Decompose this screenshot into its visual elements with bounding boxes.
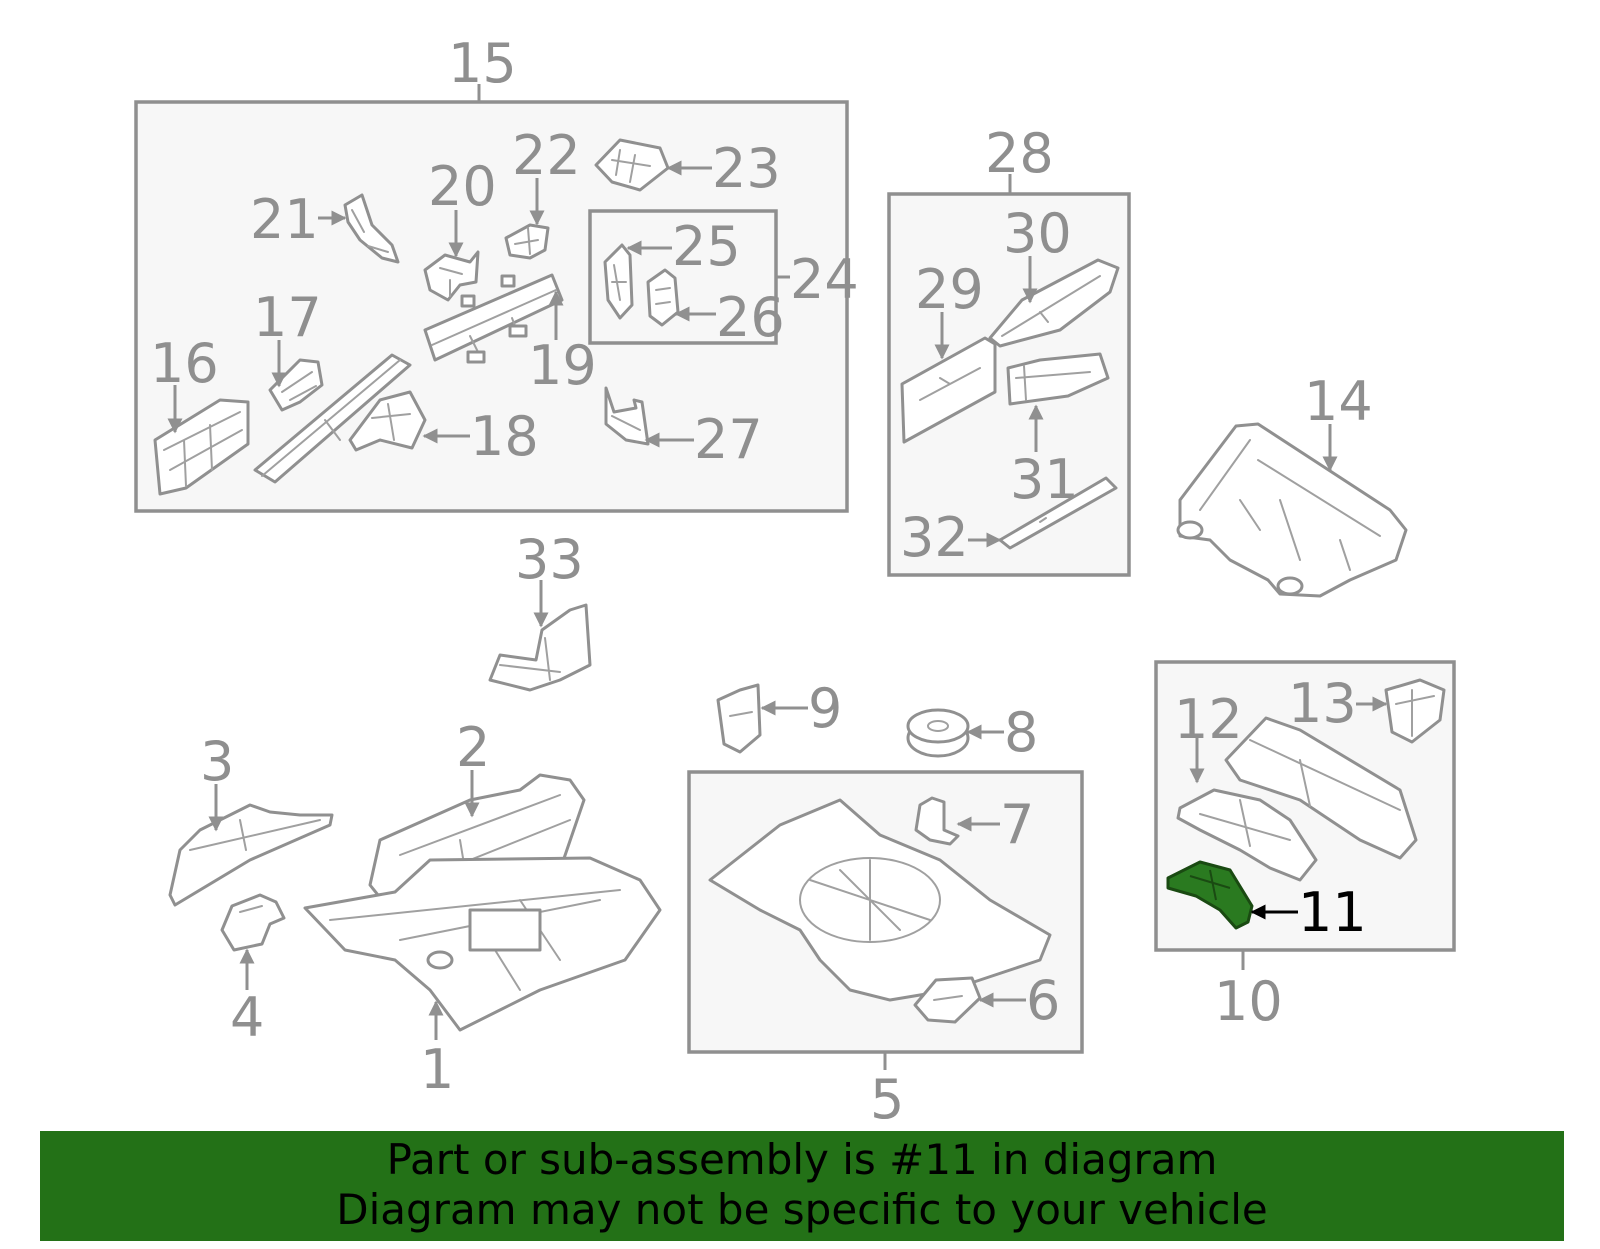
part-13[interactable] xyxy=(1384,678,1446,744)
banner-line-2: Diagram may not be specific to your vehi… xyxy=(336,1185,1268,1234)
callout-16[interactable]: 16 xyxy=(150,332,219,395)
part-8[interactable] xyxy=(906,708,970,758)
callout-23[interactable]: 23 xyxy=(712,137,781,200)
callout-25[interactable]: 25 xyxy=(672,215,741,278)
callout-14[interactable]: 14 xyxy=(1304,370,1373,433)
callout-5[interactable]: 5 xyxy=(870,1068,904,1131)
part-26[interactable] xyxy=(646,268,680,327)
part-17[interactable] xyxy=(268,358,324,412)
callout-7[interactable]: 7 xyxy=(1000,793,1034,856)
callout-11[interactable]: 11 xyxy=(1298,881,1367,944)
part-3[interactable] xyxy=(168,803,334,907)
part-5[interactable] xyxy=(708,798,1052,1002)
banner-line-1: Part or sub-assembly is #11 in diagram xyxy=(386,1135,1218,1184)
callout-20[interactable]: 20 xyxy=(428,155,497,218)
callout-1[interactable]: 1 xyxy=(420,1038,454,1101)
callout-12[interactable]: 12 xyxy=(1174,688,1243,751)
part-29[interactable] xyxy=(900,336,997,444)
callout-32[interactable]: 32 xyxy=(900,506,969,569)
part-11-highlighted[interactable] xyxy=(1166,860,1254,930)
callout-19[interactable]: 19 xyxy=(528,334,597,397)
part-14[interactable] xyxy=(1176,422,1408,598)
callout-29[interactable]: 29 xyxy=(915,258,984,321)
callout-33[interactable]: 33 xyxy=(515,528,584,591)
part-7[interactable] xyxy=(914,796,960,846)
callout-6[interactable]: 6 xyxy=(1026,969,1060,1032)
callout-26[interactable]: 26 xyxy=(716,286,785,349)
part-10-crossmember[interactable] xyxy=(1224,716,1418,860)
part-15-rail[interactable] xyxy=(253,353,412,484)
info-banner: Part or sub-assembly is #11 in diagram D… xyxy=(40,1131,1564,1241)
callout-2[interactable]: 2 xyxy=(456,716,490,779)
callout-27[interactable]: 27 xyxy=(694,408,763,471)
part-16[interactable] xyxy=(153,398,250,496)
callout-8[interactable]: 8 xyxy=(1004,701,1038,764)
part-21[interactable] xyxy=(343,193,400,264)
part-27[interactable] xyxy=(604,386,650,446)
callout-21[interactable]: 21 xyxy=(250,188,319,251)
part-4[interactable] xyxy=(220,893,286,952)
callout-15[interactable]: 15 xyxy=(448,32,517,95)
part-12[interactable] xyxy=(1176,788,1318,882)
callout-30[interactable]: 30 xyxy=(1003,202,1072,265)
part-18[interactable] xyxy=(348,390,427,452)
callout-9[interactable]: 9 xyxy=(808,677,842,740)
part-9[interactable] xyxy=(716,683,762,754)
callout-17[interactable]: 17 xyxy=(253,286,322,349)
callout-24[interactable]: 24 xyxy=(790,248,859,311)
callout-22[interactable]: 22 xyxy=(512,124,581,187)
callout-18[interactable]: 18 xyxy=(470,405,539,468)
callout-28[interactable]: 28 xyxy=(985,122,1054,185)
callout-13[interactable]: 13 xyxy=(1288,672,1357,735)
part-31[interactable] xyxy=(1006,352,1110,406)
callout-3[interactable]: 3 xyxy=(200,730,234,793)
part-25[interactable] xyxy=(603,243,634,320)
part-33[interactable] xyxy=(488,603,592,692)
part-32[interactable] xyxy=(998,476,1118,550)
callout-10[interactable]: 10 xyxy=(1214,970,1283,1033)
part-1[interactable] xyxy=(303,856,662,1032)
callout-4[interactable]: 4 xyxy=(230,986,264,1049)
